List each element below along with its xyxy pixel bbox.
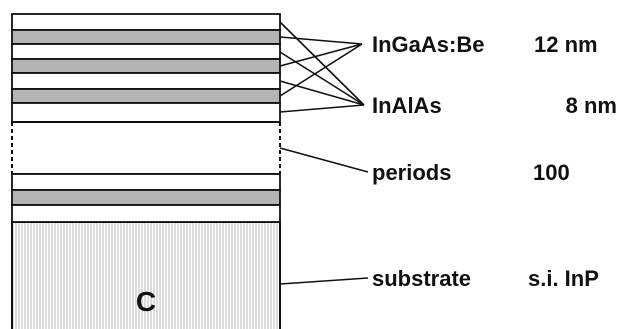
ingaas-layer xyxy=(11,88,281,104)
substrate-block xyxy=(11,221,281,329)
leader-line xyxy=(279,277,369,285)
substrate-value: s.i. InP xyxy=(528,266,599,291)
substrate-letter: C xyxy=(136,286,156,317)
leader-line xyxy=(279,147,369,173)
ingaas-label: InGaAs:Be xyxy=(372,32,484,57)
ingaas-layer xyxy=(11,29,281,45)
ingaas-thickness: 12 nm xyxy=(534,32,598,57)
inalas-layer xyxy=(11,72,281,90)
leader-line xyxy=(279,36,363,45)
periods-gap xyxy=(11,121,281,175)
inalas-layer xyxy=(11,43,281,60)
leader-line xyxy=(279,104,365,113)
leader-line xyxy=(279,21,365,106)
inalas-layer xyxy=(11,204,281,223)
ingaas-layer xyxy=(11,189,281,206)
leader-lines xyxy=(279,21,369,285)
substrate-label: substrate xyxy=(372,266,471,291)
inalas-layer xyxy=(11,13,281,31)
top-layer-stack xyxy=(11,13,281,123)
inalas-layer xyxy=(11,102,281,123)
leader-line xyxy=(279,51,365,106)
leader-line xyxy=(279,43,363,97)
periods-label: periods xyxy=(372,160,451,185)
inalas-layer xyxy=(11,173,281,191)
bottom-layer-stack xyxy=(11,173,281,223)
leader-line xyxy=(279,43,363,67)
inalas-label: InAlAs xyxy=(372,93,442,118)
leader-line xyxy=(279,80,365,106)
inalas-thickness: 8 nm xyxy=(566,93,617,118)
periods-value: 100 xyxy=(533,160,570,185)
ingaas-layer xyxy=(11,58,281,74)
